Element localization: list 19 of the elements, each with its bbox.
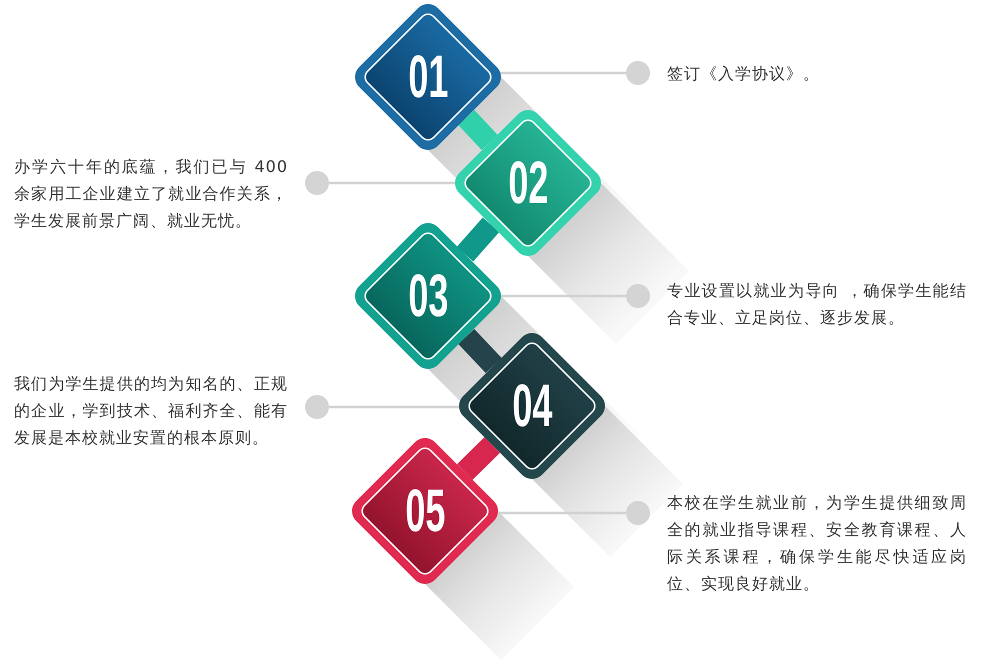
step-number: 01	[408, 47, 448, 107]
connector-bar	[457, 437, 500, 480]
leader-line	[305, 171, 455, 195]
step-number: 03	[408, 266, 448, 326]
description-text: 专业设置以就业为导向 ，确保学生能结合专业、立足岗位、逐步发展。	[667, 280, 967, 328]
description-text: 签订《入学协议》。	[667, 62, 820, 84]
connector-bar	[458, 328, 502, 374]
leader-line	[498, 501, 650, 525]
leader-line	[305, 395, 459, 419]
description-text: 办学六十年的底蕴，我们已与 400余家用工企业建立了就业合作关系，学生发展前景广阔、就业无忧。	[14, 156, 288, 232]
description-text: 本校在学生就业前，为学生提供细致周全的就业指导课程、安全教育课程、人际关系课程，确保学生能尽快适应岗位、实现良好就业。	[667, 492, 967, 594]
step-number: 05	[404, 481, 446, 541]
leader-line	[501, 284, 650, 308]
connector-bar	[456, 218, 500, 262]
step-number: 02	[508, 153, 548, 213]
connector-bar	[458, 110, 498, 150]
step-number: 04	[512, 376, 552, 436]
leader-line	[500, 61, 650, 85]
description-text: 我们为学生提供的均为知名的、正规的企业，学到技术、福利齐全、能有发展是本校就业安置的根本原则。	[14, 372, 288, 448]
